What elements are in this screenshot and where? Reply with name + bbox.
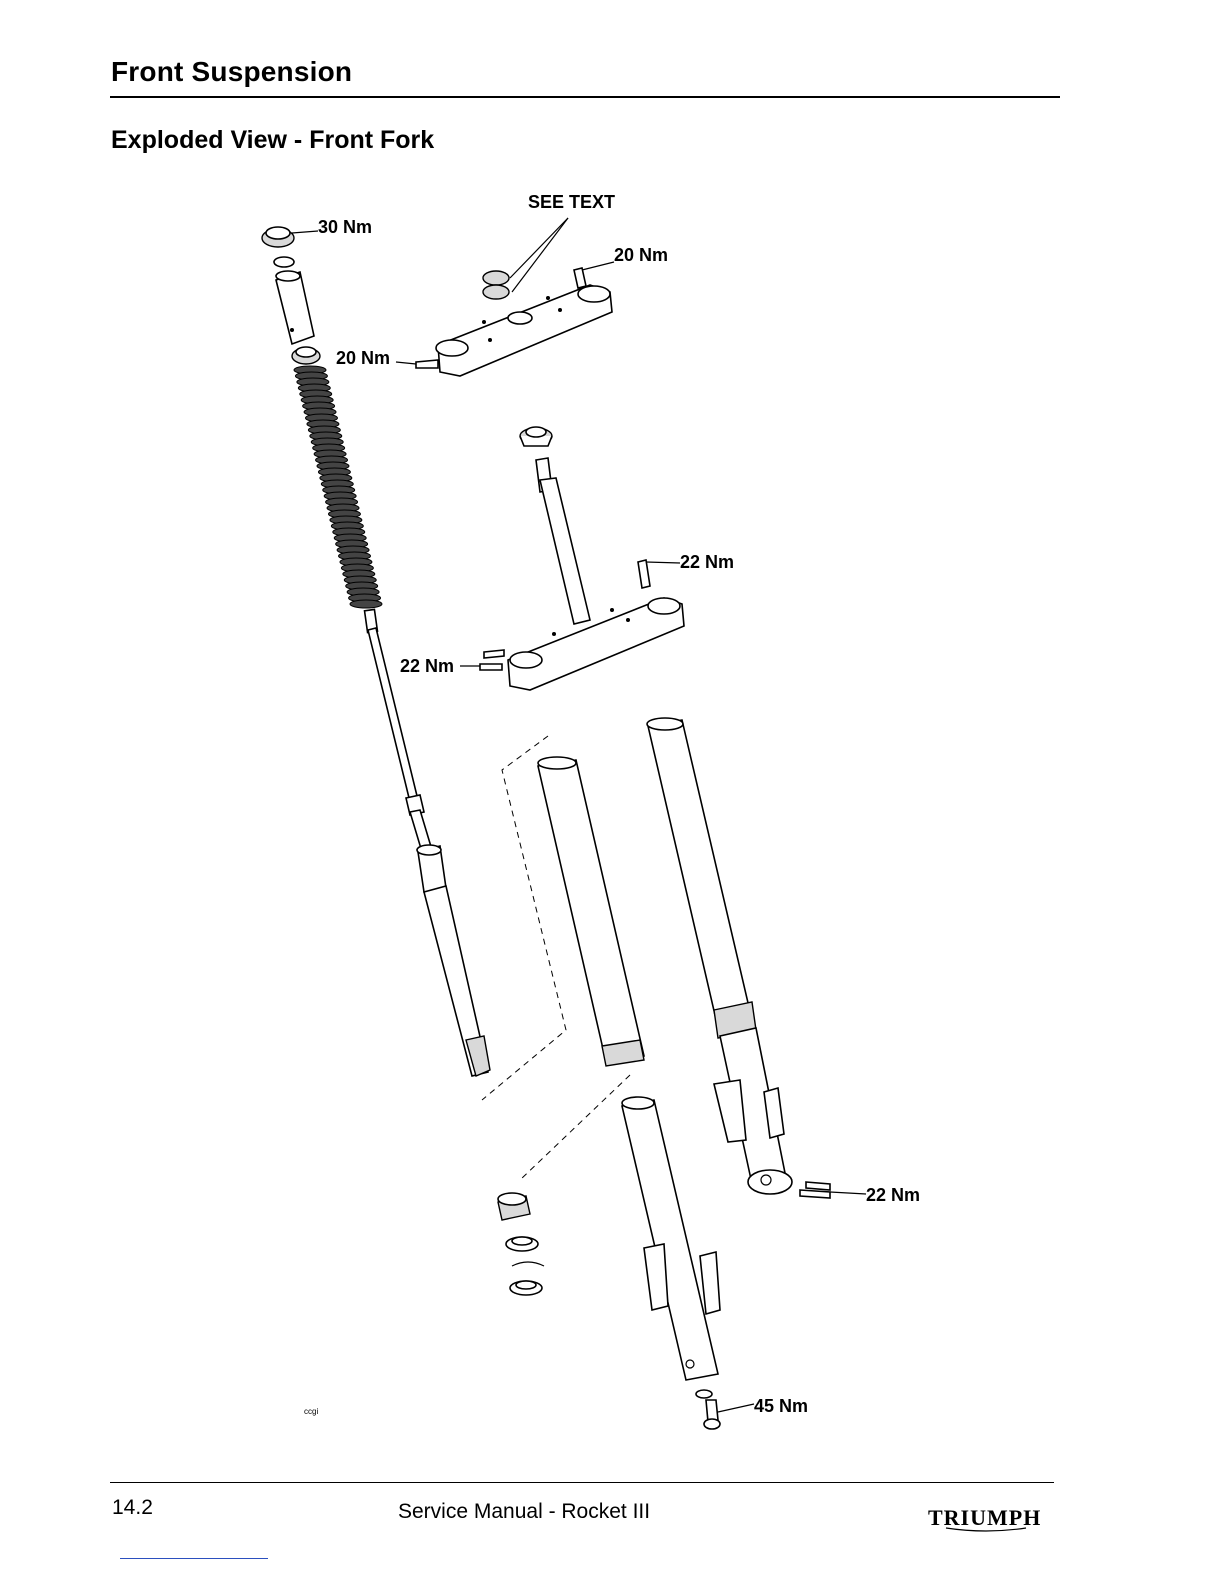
svg-text:TRIUMPH: TRIUMPH — [928, 1505, 1041, 1530]
seals-and-bush — [498, 1193, 544, 1295]
cap-torque-callout: 30 Nm — [318, 217, 372, 237]
top-clamp-bolt-torque-callout: 20 Nm — [336, 348, 390, 368]
top-yoke-bolt-torque-callout: 20 Nm — [614, 245, 668, 265]
damper-bolt — [696, 1390, 754, 1429]
outer-fork-leg-right — [647, 718, 792, 1194]
page-number: 14.2 — [112, 1496, 153, 1520]
top-yoke-bolt — [574, 262, 614, 288]
top-yoke — [436, 285, 612, 376]
top-nuts — [483, 271, 509, 299]
fork-cap-assembly — [262, 227, 318, 267]
inner-fork-tube — [538, 757, 644, 1066]
figure-code: ccgi — [304, 1407, 318, 1416]
link-underline — [120, 1558, 268, 1559]
bottom-yoke-lower-torque-callout: 22 Nm — [400, 656, 454, 676]
footer-divider — [110, 1482, 1054, 1483]
triumph-logo: TRIUMPH — [926, 1500, 1046, 1534]
steering-stem — [536, 458, 590, 624]
axle-clamp-bolts — [800, 1182, 866, 1198]
manual-title: Service Manual - Rocket III — [398, 1500, 650, 1524]
spring-seat — [292, 347, 320, 364]
fork-spring — [294, 366, 382, 608]
outer-fork-leg-left — [622, 1097, 720, 1380]
bottom-yoke-upper-torque-callout: 22 Nm — [680, 552, 734, 572]
axle-clamp-torque-callout: 22 Nm — [866, 1185, 920, 1205]
damper-bolt-torque-callout: 45 Nm — [754, 1396, 808, 1416]
spacer-tube — [276, 271, 314, 344]
see-text-callout: SEE TEXT — [528, 192, 615, 212]
top-clamp-bolt — [396, 360, 438, 368]
steering-bearing — [520, 427, 552, 446]
bottom-yoke — [508, 598, 684, 690]
damper-rod — [365, 609, 490, 1076]
